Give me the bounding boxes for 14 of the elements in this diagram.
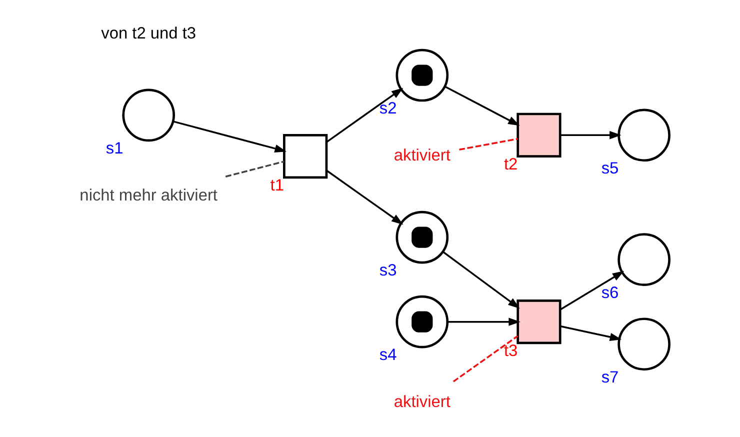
node-label: s7 — [600, 368, 618, 387]
node-text: nicht mehr aktiviert — [79, 186, 218, 205]
node-text: aktiviert — [393, 393, 450, 412]
node-label: s1 — [105, 140, 123, 158]
node-label: s5 — [600, 160, 618, 178]
node-label: s6 — [600, 284, 618, 302]
label: von t2 und t3 — [100, 24, 196, 43]
node-label: s3 — [378, 262, 396, 280]
node-label: t3 — [503, 342, 518, 360]
node-label: s4 — [378, 346, 396, 364]
node-label: t1 — [270, 176, 284, 195]
node-label: s2 — [378, 100, 396, 118]
node-text: aktiviert — [393, 146, 450, 165]
node-label: t2 — [503, 155, 518, 174]
